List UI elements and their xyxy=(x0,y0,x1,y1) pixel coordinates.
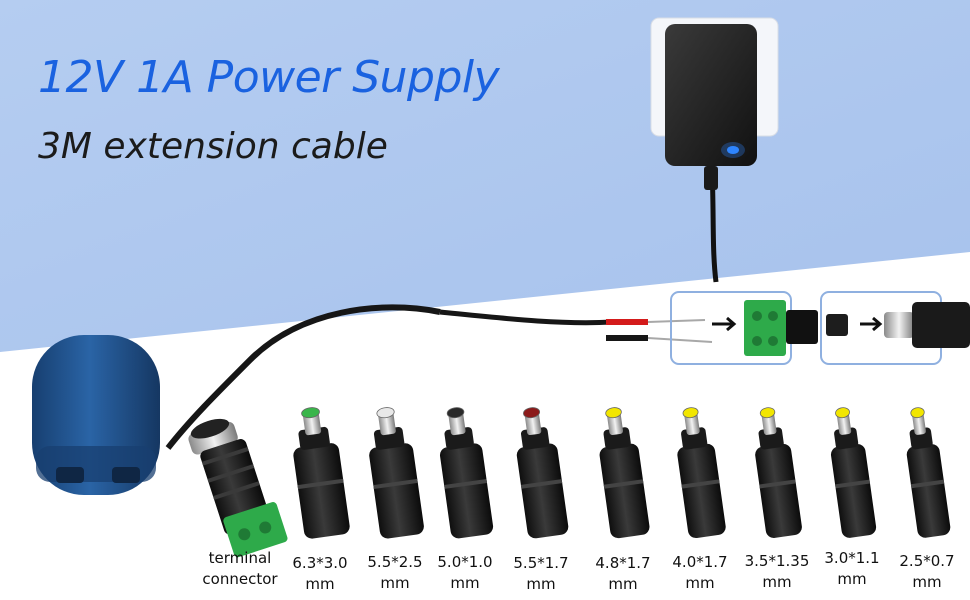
arrow-right-icon xyxy=(712,316,737,332)
tip-size-label: 5.5*1.7 mm xyxy=(501,553,581,595)
tip-size: 3.0*1.1 xyxy=(824,549,880,567)
tip-size-label: 5.0*1.0 mm xyxy=(425,552,505,594)
tip-size: 3.5*1.35 xyxy=(744,552,810,570)
dc-tip xyxy=(293,407,350,539)
tip-unit: mm xyxy=(380,574,410,592)
tip-size-label: 6.3*3.0 mm xyxy=(280,553,360,595)
tip-size: 4.8*1.7 xyxy=(595,554,651,572)
terminal-connector-label: terminal connector xyxy=(192,548,288,590)
terminal-connector-label-line-1: terminal xyxy=(208,549,272,567)
dc-plug xyxy=(826,302,970,348)
tip-size: 6.3*3.0 xyxy=(292,554,348,572)
dc-tip xyxy=(516,407,569,539)
dc-tip xyxy=(830,407,877,538)
dc-tip xyxy=(369,407,424,539)
tip-unit: mm xyxy=(450,574,480,592)
tip-size-label: 4.8*1.7 mm xyxy=(583,553,663,595)
tip-size-label: 5.5*2.5 mm xyxy=(355,552,435,594)
tip-size: 5.0*1.0 xyxy=(437,553,493,571)
tip-size-label: 4.0*1.7 mm xyxy=(660,552,740,594)
tip-size: 2.5*0.7 xyxy=(899,552,955,570)
tip-unit: mm xyxy=(305,575,335,593)
tip-unit: mm xyxy=(762,573,792,591)
dc-tip xyxy=(755,407,802,538)
tip-unit: mm xyxy=(912,573,942,591)
dc-tips-row xyxy=(293,407,951,539)
tip-size-label: 3.0*1.1 mm xyxy=(812,548,892,590)
page-subheadline: 3M extension cable xyxy=(38,126,388,167)
dc-tip xyxy=(906,407,951,538)
extension-cable-end xyxy=(439,309,613,326)
terminal-block-small xyxy=(744,300,818,356)
dc-tip xyxy=(439,407,494,539)
tip-unit: mm xyxy=(837,570,867,588)
tip-size: 5.5*2.5 xyxy=(367,553,423,571)
bluetooth-speaker xyxy=(32,335,160,495)
extension-cable xyxy=(165,304,441,450)
led-indicator xyxy=(727,146,739,154)
tip-size: 5.5*1.7 xyxy=(513,554,569,572)
power-adapter xyxy=(650,17,779,190)
page-headline: 12V 1A Power Supply xyxy=(38,52,500,103)
terminal-connector xyxy=(188,418,288,558)
tip-size-label: 3.5*1.35 mm xyxy=(737,551,817,593)
tip-unit: mm xyxy=(526,575,556,593)
tip-unit: mm xyxy=(608,575,638,593)
dc-tip xyxy=(677,407,726,539)
tip-size-label: 2.5*0.7 mm xyxy=(887,551,967,593)
tip-unit: mm xyxy=(685,574,715,592)
bare-wires xyxy=(606,319,713,343)
dc-tip xyxy=(599,407,650,539)
terminal-connector-label-line-2: connector xyxy=(202,570,278,588)
tip-size: 4.0*1.7 xyxy=(672,553,728,571)
